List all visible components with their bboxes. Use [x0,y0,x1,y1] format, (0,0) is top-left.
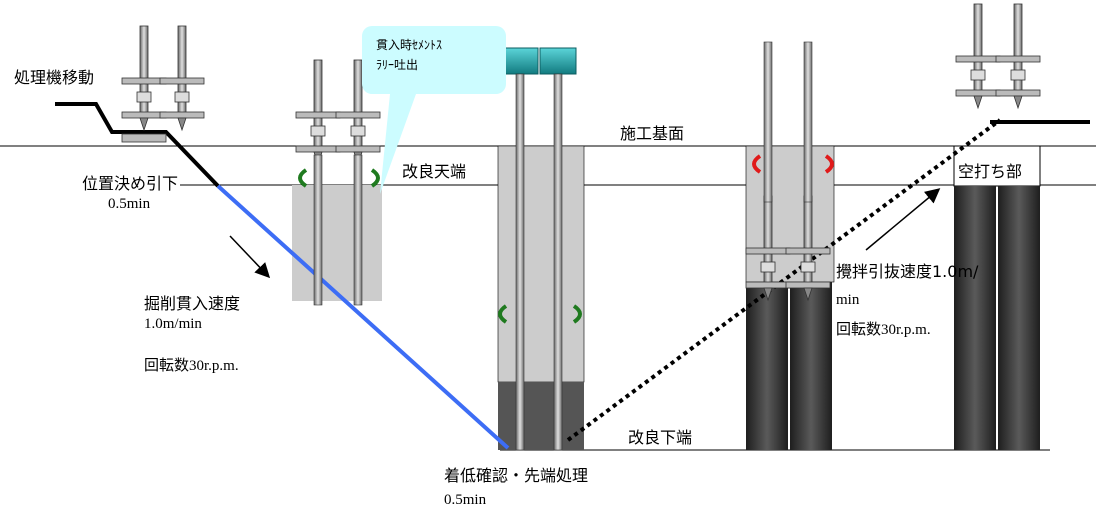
ground-step-left [55,102,220,188]
label-improve-bottom: 改良下端 [628,428,693,447]
cap-stage3-right [539,47,577,75]
label-empty-strike: 空打ち部 [958,162,1023,181]
label-bottom-time: 0.5min [444,492,487,508]
label-position-lower: 位置決め引下 [82,174,179,193]
improved-column-stage4-left [746,282,788,450]
label-improve-top: 改良天端 [402,162,467,181]
improved-column-stage3 [497,145,585,383]
rig-stage1-right [159,25,205,131]
improved-column-stage4-top [745,145,835,283]
label-bottom-confirm: 着低確認・先端処理 [444,466,589,485]
cap-stage3-left [501,47,539,75]
rig-stage5-left [955,3,1001,109]
rotation-arrow-red [752,154,834,174]
bubble-line-2: ﾗﾘｰ吐出 [376,58,419,72]
rod-stage3-left [515,73,525,451]
label-withdraw-unit: min [836,292,860,308]
label-work-base: 施工基面 [620,124,685,143]
label-penetration-speed: 掘削貫入速度 [144,294,241,313]
rig-stage1-base [121,133,167,143]
rig-stage1-left [121,25,167,131]
withdrawal-path [566,118,1002,442]
rig-stage5-right [995,3,1041,109]
improved-column-stage2 [292,185,382,301]
label-withdraw-speed: 攪拌引抜速度1.0m/ [836,262,979,281]
label-rotation-right: 回転数30r.p.m. [836,322,931,338]
improved-column-stage5-right [998,186,1040,450]
penetration-path [216,184,510,450]
speech-bubble [362,26,506,194]
improved-column-stage4-right [790,282,832,450]
label-machine-move: 処理機移動 [14,68,95,87]
withdrawal-arrow [865,188,941,251]
rig-stage2-left [295,59,341,165]
penetration-arrow [229,235,271,279]
bubble-text: 貫入時ｾﾒﾝﾄｽ ﾗﾘｰ吐出 [376,35,496,75]
bubble-line-1: 貫入時ｾﾒﾝﾄｽ [376,38,443,52]
rotation-arrow-green [298,168,582,324]
rod-stage3-right [553,73,563,451]
label-penetration-speed-value: 1.0m/min [144,316,202,332]
label-position-time: 0.5min [108,196,151,212]
improved-column-stage5-left [954,186,996,450]
empty-strike-box [953,145,1041,187]
label-rotation-left: 回転数30r.p.m. [144,358,239,374]
